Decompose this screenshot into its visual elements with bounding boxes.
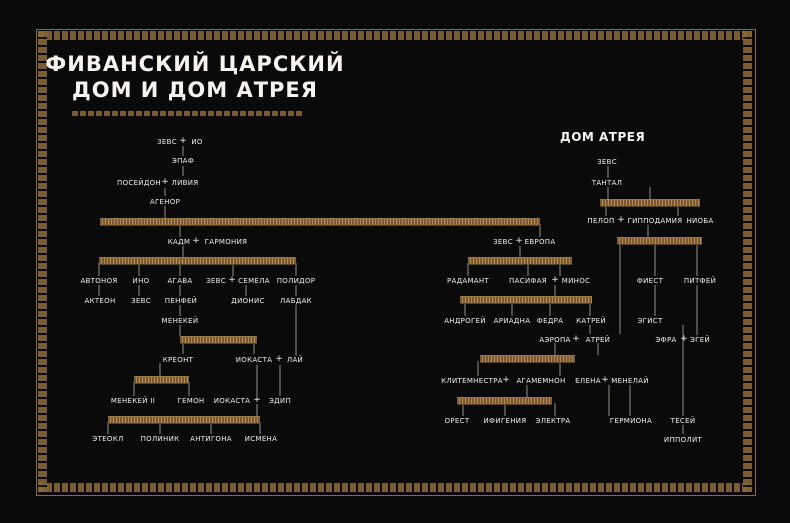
node-eteokl: ЭТЕОКЛ [92,435,124,443]
node-minos: МИНОС [561,277,591,285]
node-androgey: АНДРОГЕЙ [444,317,486,325]
node-gippodamiya: ГИППОДАМИЯ [627,217,683,225]
node-pasifaya: ПАСИФАЯ [509,277,547,285]
node-agamemnon: АГАМЕМНОН [516,377,566,385]
kinship-bar [100,218,540,226]
node-katrey: КАТРЕЙ [576,317,606,325]
node-menekey: МЕНЕКЕЙ [161,317,199,325]
union-mark: + [275,354,283,364]
node-garmonia: ГАРМОНИЯ [204,238,248,246]
node-zeus: ЗЕВС [157,138,177,146]
node-epaf: ЭПАФ [171,157,195,165]
node-avtonoya: АВТОНОЯ [80,277,118,285]
node-egey: ЭГЕЙ [689,336,711,344]
bottom-meander-border [38,483,752,492]
union-mark: + [253,395,261,405]
subtitle-house-of-atreus: ДОМ АТРЕЯ [560,130,646,144]
node-zeus-2: ЗЕВС [206,277,226,285]
node-dionis: ДИОНИС [231,297,265,305]
kinship-bar [108,416,260,424]
node-evropa: ЕВРОПА [524,238,556,246]
outer-frame [36,29,756,496]
node-lay: ЛАЙ [286,356,304,364]
node-ifigeniya: ИФИГЕНИЯ [483,417,527,425]
node-iokasta-2: ИОКАСТА [213,397,251,405]
kinship-bar [460,296,592,304]
node-polinik: ПОЛИНИК [140,435,180,443]
node-radamant: РАДАМАНТ [446,277,490,285]
node-poseidon: ПОСЕЙДОН [117,179,161,187]
union-mark: + [572,334,580,344]
title-line-2: ДОМ И ДОМ АТРЕЯ [72,78,318,102]
union-mark: + [601,375,609,385]
node-aeropa: АЭРОПА [539,336,571,344]
node-semela: СЕМЕЛА [238,277,270,285]
node-menelay: МЕНЕЛАЙ [611,377,649,385]
node-kadm: КАДМ [167,238,191,246]
node-penfey: ПЕНФЕЙ [164,297,198,305]
kinship-bar [480,355,575,363]
node-elektra: ЭЛЕКТРА [535,417,571,425]
node-akteon: АКТЕОН [84,297,116,305]
node-edip: ЭДИП [268,397,292,405]
node-ariadna: АРИАДНА [493,317,531,325]
node-pelop: ПЕЛОП [587,217,615,225]
top-meander-border [38,31,752,40]
node-io: ИО [191,138,203,146]
left-meander-border [38,31,47,492]
node-efra: ЭФРА [655,336,677,344]
node-kreont: КРЕОНТ [162,356,194,364]
kinship-bar [468,257,572,265]
node-antigona: АНТИГОНА [190,435,232,443]
node-menekey-2: МЕНЕКЕЙ II [110,397,156,405]
node-fedra: ФЕДРА [536,317,564,325]
node-ismena: ИСМЕНА [244,435,278,443]
kinship-bar [457,397,552,405]
node-tesey: ТЕСЕЙ [670,417,696,425]
node-zeus-atreus: ЗЕВС [597,158,617,166]
node-atrey: АТРЕЙ [585,336,611,344]
union-mark: + [502,375,510,385]
node-gemon: ГЕМОН [177,397,205,405]
node-polidor: ПОЛИДОР [276,277,316,285]
node-iokasta: ИОКАСТА [235,356,273,364]
union-mark: + [228,275,236,285]
node-labdak: ЛАБДАК [280,297,312,305]
node-ippolit: ИППОЛИТ [663,436,703,444]
node-zeus-crete: ЗЕВС [493,238,513,246]
union-mark: + [515,236,523,246]
union-mark: + [617,215,625,225]
node-elena: ЕЛЕНА [575,377,601,385]
node-fiest: ФИЕСТ [636,277,664,285]
union-mark: + [680,334,688,344]
right-meander-border [743,31,752,492]
node-zeus-3: ЗЕВС [131,297,151,305]
kinship-bar [180,336,257,344]
node-pitfey: ПИТФЕЙ [683,277,717,285]
kinship-bar [99,257,296,265]
node-germiona: ГЕРМИОНА [609,417,653,425]
node-agava: АГАВА [167,277,193,285]
kinship-bar [600,199,700,207]
node-livia: ЛИВИЯ [171,179,199,187]
title-line-1: ФИВАНСКИЙ ЦАРСКИЙ [45,52,345,76]
kinship-bar [134,376,189,384]
title-ornament [72,111,302,116]
union-mark: + [179,136,187,146]
node-agenor: АГЕНОР [149,198,181,206]
union-mark: + [551,275,559,285]
node-egist: ЭГИСТ [637,317,663,325]
node-klitemnestra: КЛИТЕМНЕСТРА [441,377,503,385]
node-nioba: НИОБА [686,217,714,225]
node-ino: ИНО [132,277,150,285]
node-tantal: ТАНТАЛ [591,179,623,187]
union-mark: + [192,236,200,246]
union-mark: + [161,177,169,187]
kinship-bar [617,237,702,245]
node-orest: ОРЕСТ [444,417,470,425]
